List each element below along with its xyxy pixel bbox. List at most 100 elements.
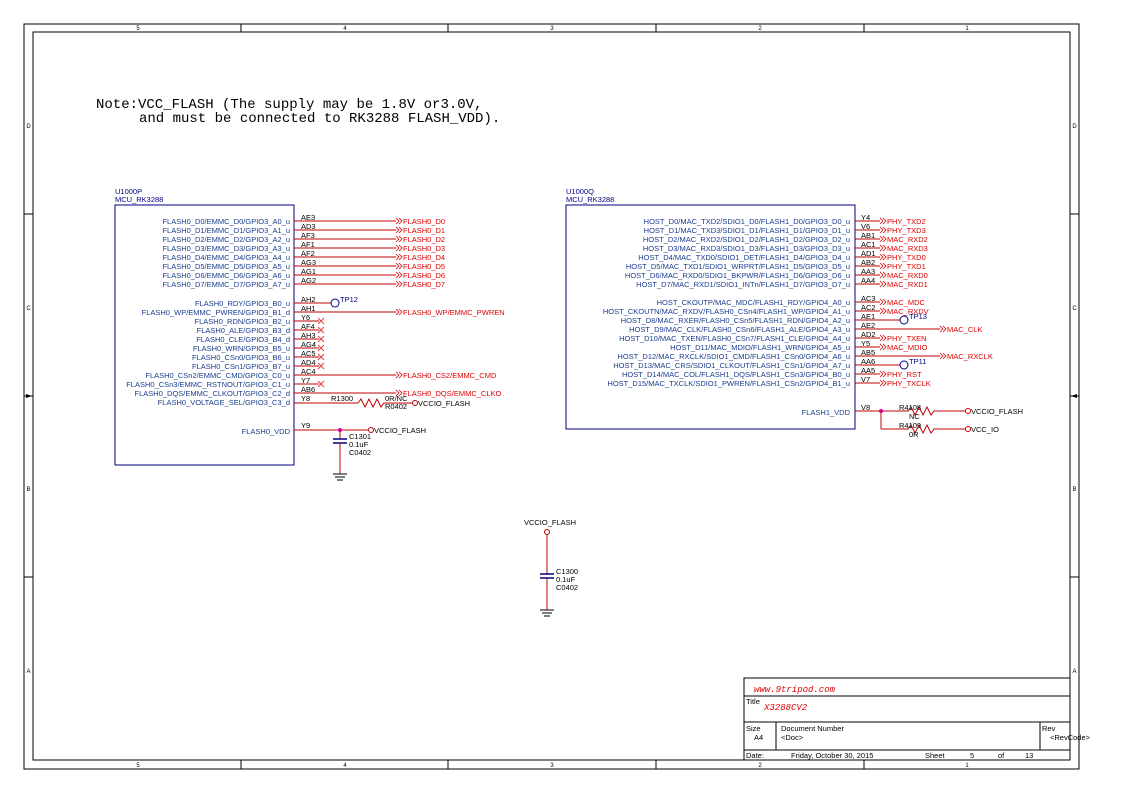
zone-row-label-left: B — [26, 487, 30, 493]
r4109-ref: R4109 — [899, 421, 921, 430]
off-page-connector — [395, 235, 403, 243]
pin-name: FLASH0_CSn2/EMMC_CMD/GPIO3_C0_u — [145, 371, 290, 380]
center-arrow-right — [1071, 394, 1077, 398]
flash1-vdd-circuit: FLASH1_VDD V8 R4108 NC R4109 0R VCCIO_FL… — [802, 403, 1023, 439]
of-label: of — [998, 751, 1005, 760]
off-page-connector — [879, 262, 887, 270]
pin-ball: AG1 — [301, 267, 316, 276]
title-block-frame — [743, 677, 1071, 761]
net-label: FLASH0_DQS/EMMC_CLKO — [403, 389, 502, 398]
pin-name: HOST_CKOUTP/MAC_MDC/FLASH1_RDY/GPIO4_A0_… — [657, 298, 850, 307]
pin-ball: V7 — [861, 375, 870, 384]
zone-col-label-bottom: 5 — [136, 763, 140, 769]
test-point — [899, 315, 909, 325]
c1300-package: C0402 — [556, 583, 578, 592]
net-label: PHY_TXD2 — [887, 217, 926, 226]
pin-name: FLASH0_D3/EMMC_D3/GPIO3_A3_u — [162, 244, 290, 253]
r4109-resistor — [881, 423, 965, 435]
zone-col-label-bottom: 4 — [343, 763, 347, 769]
pin-name: FLASH0_RDN/GPIO3_B2_u — [195, 317, 290, 326]
off-page-connector — [395, 262, 403, 270]
pin-ball: AF2 — [301, 249, 315, 258]
off-page-connector — [395, 244, 403, 252]
net-label: PHY_TXEN — [887, 334, 927, 343]
zone-row-label-left: A — [26, 669, 30, 675]
pin-name: FLASH0_WP/EMMC_PWREN/GPIO3_B1_d — [142, 308, 290, 317]
pin-name: FLASH0_D0/EMMC_D0/GPIO3_A0_u — [162, 217, 290, 226]
zone-row-label-left: C — [26, 306, 31, 312]
off-page-connector — [395, 271, 403, 279]
pin-name: FLASH0_DQS/EMMC_CLKOUT/GPIO3_C2_d — [135, 389, 290, 398]
r4108-value: NC — [909, 412, 920, 421]
pin-ball: AC3 — [861, 294, 876, 303]
center-arrow-left — [26, 394, 32, 398]
pin-name: HOST_D2/MAC_RXD2/SDIO1_D2/FLASH1_D2/GPIO… — [643, 235, 850, 244]
net-label: FLASH0_D6 — [403, 271, 445, 280]
test-point — [330, 298, 340, 308]
test-point-label: TP11 — [909, 357, 926, 366]
pin-ball: AC5 — [301, 349, 316, 358]
pin-ball: Y7 — [301, 376, 310, 385]
net-label: FLASH0_D7 — [403, 280, 445, 289]
net-label: FLASH0_CS2/EMMC_CMD — [403, 371, 497, 380]
pin-name: HOST_D1/MAC_TXD3/SDIO1_D1/FLASH1_D1/GPIO… — [644, 226, 850, 235]
r4108-resistor — [881, 405, 965, 417]
flash0-vdd-pin-name: FLASH0_VDD — [242, 427, 291, 436]
zone-col-label-top: 2 — [758, 26, 762, 32]
ground-symbol — [540, 609, 554, 617]
pin-name: HOST_D15/MAC_TXCLK/SDIO1_PWREN/FLASH1_CS… — [607, 379, 850, 388]
pin-ball: AC2 — [861, 303, 876, 312]
pin-name: HOST_CKOUTN/MAC_RXDV/FLASH0_CSn4/FLASH1_… — [603, 307, 850, 316]
test-point — [899, 360, 909, 370]
off-page-connector — [395, 389, 403, 397]
pin-ball: AA5 — [861, 366, 875, 375]
zone-row-label-right: D — [1072, 124, 1077, 130]
net-label: MAC_MDC — [887, 298, 926, 307]
pin-ball: AE3 — [301, 213, 315, 222]
zone-col-label-top: 5 — [136, 26, 140, 32]
pin-name: HOST_D3/MAC_RXD3/SDIO1_D3/FLASH1_D3/GPIO… — [643, 244, 850, 253]
off-page-connector — [395, 217, 403, 225]
no-connect-mark — [317, 326, 325, 334]
rev-value: <RevCode> — [1050, 733, 1091, 742]
power-port-circle — [965, 426, 971, 432]
u1000p-ref: U1000P — [115, 187, 142, 196]
u1000q-part: MCU_RK3288 — [566, 195, 614, 204]
no-connect-mark — [317, 317, 325, 325]
net-label: MAC_CLK — [947, 325, 982, 334]
pin-ball: AF1 — [301, 240, 315, 249]
pin-name: HOST_D8/MAC_RXER/FLASH0_CSn5/FLASH1_RDN/… — [621, 316, 850, 325]
pin-ball: AA6 — [861, 357, 875, 366]
power-port-circle — [412, 400, 418, 406]
pin-name: HOST_D11/MAC_MDIO/FLASH1_WRN/GPIO4_A5_u — [670, 343, 850, 352]
u1000q-pins: HOST_D0/MAC_TXD2/SDIO1_D0/FLASH1_D0/GPIO… — [603, 213, 993, 388]
pin-ball: AC4 — [301, 367, 316, 376]
pin-ball: Y4 — [861, 213, 870, 222]
off-page-connector — [879, 217, 887, 225]
off-page-connector — [879, 226, 887, 234]
pin-name: HOST_D14/MAC_COL/FLASH1_DQS/FLASH1_CSn3/… — [622, 370, 850, 379]
sheet-label: Sheet — [925, 751, 946, 760]
zone-row-label-right: C — [1072, 306, 1077, 312]
zone-row-label-right: A — [1072, 669, 1076, 675]
off-page-connector — [395, 226, 403, 234]
net-label: MAC_RXD0 — [887, 271, 928, 280]
drawing-title: X3288CV2 — [763, 703, 808, 713]
net-label: FLASH0_D2 — [403, 235, 445, 244]
pin-name: HOST_D10/MAC_TXEN/FLASH0_CSn7/FLASH1_CLE… — [619, 334, 850, 343]
size-label: Size — [746, 724, 761, 733]
net-label: MAC_RXCLK — [947, 352, 993, 361]
off-page-connector — [879, 370, 887, 378]
no-connect-mark — [317, 362, 325, 370]
r4109-net: VCC_IO — [971, 425, 999, 434]
zone-col-label-bottom: 3 — [550, 763, 554, 769]
flash0-vdd-net: VCCIO_FLASH — [374, 426, 426, 435]
u1000q-body — [565, 204, 856, 430]
note-line-1: Note:VCC_FLASH (The supply may be 1.8V o… — [96, 97, 482, 113]
net-label: MAC_RXD2 — [887, 235, 928, 244]
off-page-connector — [879, 253, 887, 261]
document-number-label: Document Number — [781, 724, 844, 733]
pin-name: FLASH0_RDY/GPIO3_B0_u — [195, 299, 290, 308]
